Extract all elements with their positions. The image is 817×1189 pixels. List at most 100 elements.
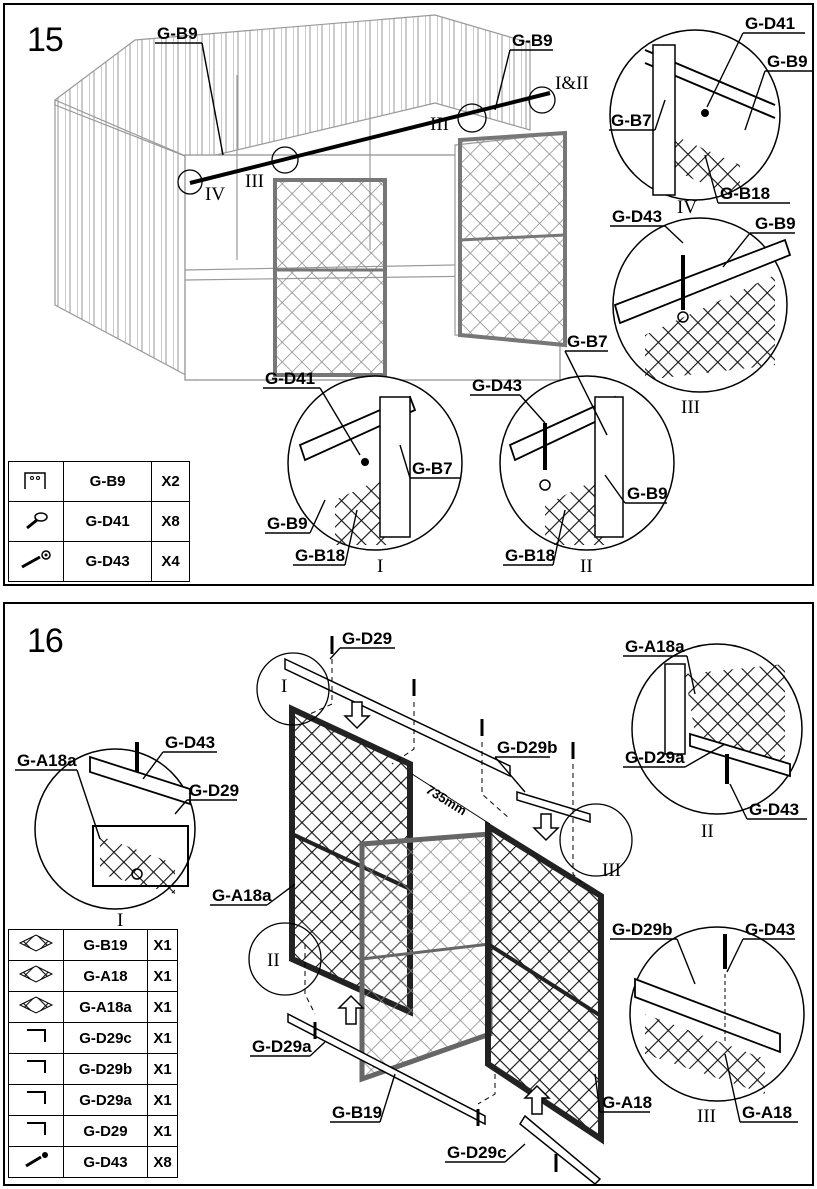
label-iii-main: III: [602, 860, 621, 881]
step-number: 16: [27, 622, 64, 660]
part-name: G-D41: [62, 501, 153, 542]
label-a18-main: G-A18: [602, 1093, 652, 1112]
label-d29b-top: G-D29b: [497, 738, 557, 757]
label-ii-main: II: [267, 950, 280, 971]
parts-row: G-D43 X4: [8, 541, 190, 582]
mesh-panel-icon: [8, 929, 64, 961]
screw-icon: [8, 501, 64, 542]
detail-iii-r: [629, 926, 805, 1102]
part-name: G-B19: [62, 929, 149, 961]
part-qty: X1: [147, 991, 178, 1023]
step-16-illustration: 735mm G-D29 G-D29b G-A18a G-D29a G-B19 G…: [15, 629, 807, 1186]
part-qty: X1: [147, 1084, 178, 1116]
label-ii-tr: II: [701, 821, 714, 842]
part-qty: X1: [147, 960, 178, 992]
detail-iii: [612, 217, 792, 393]
label-b7-c: G-B7: [567, 332, 608, 351]
step-number: 15: [27, 21, 64, 59]
channel-icon: [8, 1115, 64, 1147]
mesh-panel-icon: [8, 960, 64, 992]
label-d29a-main: G-D29a: [252, 1037, 312, 1056]
label-d41-b: G-D41: [265, 369, 315, 388]
part-name: G-D29a: [62, 1084, 149, 1116]
channel-icon: [8, 1053, 64, 1085]
part-qty: X8: [147, 1146, 178, 1178]
label-gb9-left: G-B9: [157, 24, 198, 43]
part-qty: X1: [147, 1022, 178, 1054]
label-d43-c: G-D43: [472, 376, 522, 395]
label-a18-r: G-A18: [742, 1103, 792, 1122]
label-i-ii: I&II: [555, 73, 589, 94]
label-iv-tr: IV: [677, 197, 697, 218]
bolts: [313, 636, 575, 1172]
label-d43-r: G-D43: [745, 920, 795, 939]
label-i-l: I: [117, 910, 123, 931]
label-dim: 735mm: [423, 782, 469, 818]
parts-row: G-D41 X8: [8, 501, 190, 542]
part-qty: X2: [151, 461, 190, 502]
label-iii-b: III: [245, 171, 264, 192]
detail-i-left: [34, 742, 196, 910]
label-gb9-right: G-B9: [512, 31, 553, 50]
part-name: G-D29c: [62, 1022, 149, 1054]
label-d43-tr: G-D43: [749, 800, 799, 819]
part-name: G-D43: [62, 1146, 149, 1178]
label-b7-b: G-B7: [412, 459, 453, 478]
mesh-doors: [273, 130, 567, 377]
bracket-icon: [8, 461, 64, 502]
parts-row: G-B9 X2: [8, 461, 190, 502]
part-name: G-D29: [62, 1115, 149, 1147]
detail-ii-tr: [631, 643, 803, 815]
part-qty: X8: [151, 501, 190, 542]
step-15-panel: 15 G-B9: [3, 3, 814, 586]
label-b18-tr: G-B18: [720, 184, 770, 203]
label-d41-tr: G-D41: [745, 14, 795, 33]
parts-table-15: G-B9 X2 G-D41 X8 G-D43 X4: [8, 461, 190, 582]
part-name: G-D29b: [62, 1053, 149, 1085]
label-b9-tr: G-B9: [767, 52, 808, 71]
label-iii-r: III: [681, 397, 700, 418]
label-b7-tr: G-B7: [611, 111, 652, 130]
label-d29b-r: G-D29b: [612, 920, 672, 939]
mesh-panel-icon: [8, 991, 64, 1023]
label-iv: IV: [205, 184, 225, 205]
label-i-main: I: [281, 676, 287, 697]
step-15-illustration: G-B9 G-B9 I&II III III IV G-D41 G-B9 G-B…: [54, 14, 813, 577]
label-b18-b: G-B18: [295, 546, 345, 565]
label-ii-c: II: [580, 556, 593, 577]
label-i-b: I: [377, 556, 383, 577]
step-16-panel: 16: [3, 602, 814, 1186]
part-name: G-D43: [62, 541, 153, 582]
part-name: G-A18: [62, 960, 149, 992]
label-d29-top: G-D29: [342, 629, 392, 648]
label-a18a-tr: G-A18a: [625, 637, 685, 656]
part-qty: X1: [147, 1115, 178, 1147]
label-iii-a: III: [430, 114, 449, 135]
part-qty: X1: [147, 929, 178, 961]
part-qty: X1: [147, 1053, 178, 1085]
detail-iv: [609, 29, 781, 201]
bolt-icon: [8, 541, 64, 582]
label-d43-l: G-D43: [165, 733, 215, 752]
part-name: G-A18a: [62, 991, 149, 1023]
label-a18a-main: G-A18a: [212, 886, 272, 905]
label-b9-r: G-B9: [755, 214, 796, 233]
channel-icon: [8, 1022, 64, 1054]
label-d29-l: G-D29: [189, 781, 239, 800]
label-d29c-main: G-D29c: [447, 1143, 507, 1162]
bolt-icon: [8, 1146, 64, 1178]
part-qty: X4: [151, 541, 190, 582]
label-a18a-l: G-A18a: [17, 751, 77, 770]
detail-ii: [499, 375, 675, 551]
label-b19-main: G-B19: [332, 1103, 382, 1122]
label-iii-r: III: [697, 1106, 716, 1127]
channel-icon: [8, 1084, 64, 1116]
